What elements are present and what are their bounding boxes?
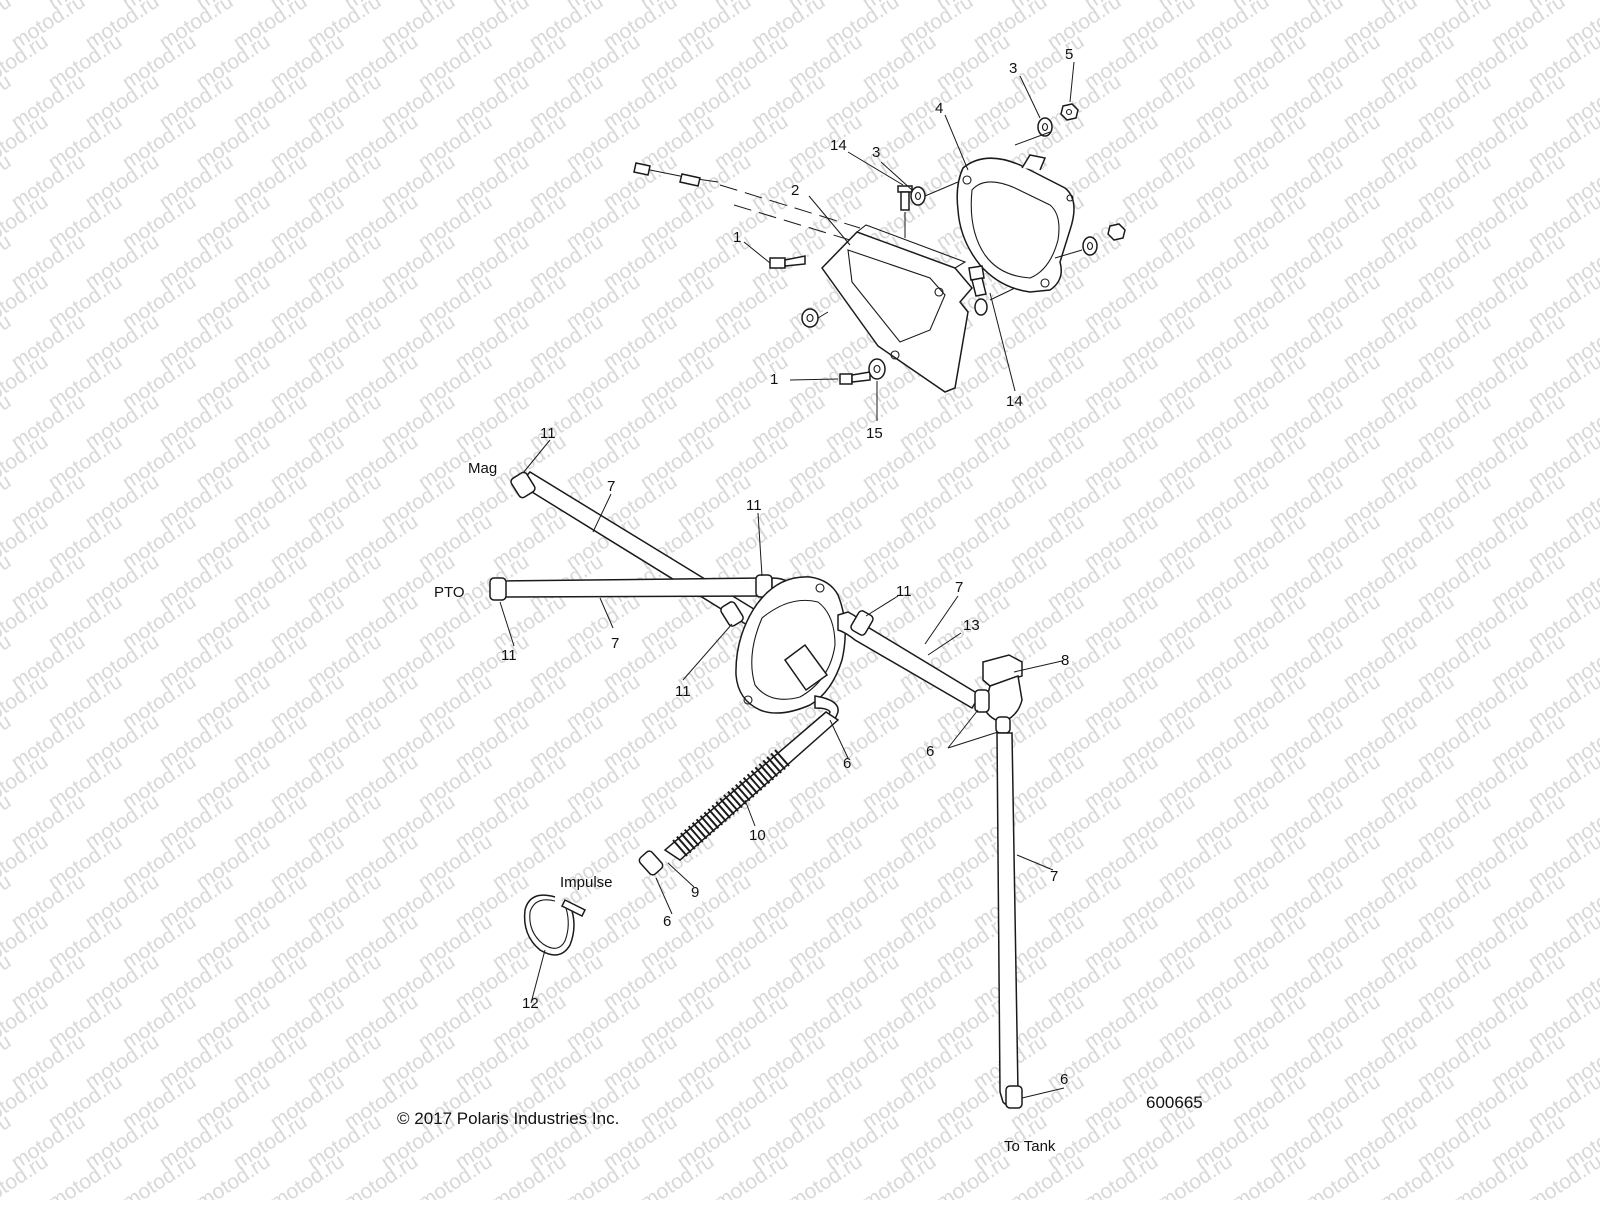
callout-1-lower: 1	[770, 371, 778, 388]
callout-6-impulse: 6	[663, 913, 671, 930]
callout-7-mag: 7	[607, 478, 615, 495]
callout-12: 12	[522, 995, 539, 1012]
callout-14-top: 14	[830, 137, 847, 154]
callout-13: 13	[963, 617, 980, 634]
label-to-tank: To Tank	[1004, 1138, 1056, 1155]
callout-7-right: 7	[955, 579, 963, 596]
callout-8: 8	[1061, 652, 1069, 669]
callout-7-tank: 7	[1050, 868, 1058, 885]
callout-1-upper: 1	[733, 229, 741, 246]
callout-5: 5	[1065, 46, 1073, 63]
callout-2: 2	[791, 182, 799, 199]
callout-15: 15	[866, 425, 883, 442]
callout-6-tank: 6	[1060, 1071, 1068, 1088]
callout-6-pump: 6	[843, 755, 851, 772]
callout-11-center: 11	[675, 683, 691, 700]
callout-11-top: 11	[746, 497, 762, 514]
callout-11-right: 11	[896, 583, 912, 600]
callout-4: 4	[935, 100, 943, 117]
callout-6-filter: 6	[926, 743, 934, 760]
callout-11-mag: 11	[540, 425, 556, 442]
label-mag: Mag	[468, 460, 497, 477]
callout-9: 9	[691, 884, 699, 901]
callout-10: 10	[749, 827, 766, 844]
label-pto: PTO	[434, 584, 465, 601]
callout-11-pto: 11	[501, 647, 517, 664]
copyright-notice: © 2017 Polaris Industries Inc.	[397, 1109, 619, 1128]
callout-7-pto: 7	[611, 635, 619, 652]
diagram-number: 600665	[1146, 1093, 1203, 1112]
label-impulse: Impulse	[560, 874, 613, 891]
callout-3-right: 3	[1009, 60, 1017, 77]
callout-14-lower: 14	[1006, 393, 1023, 410]
callout-3-left: 3	[872, 144, 880, 161]
